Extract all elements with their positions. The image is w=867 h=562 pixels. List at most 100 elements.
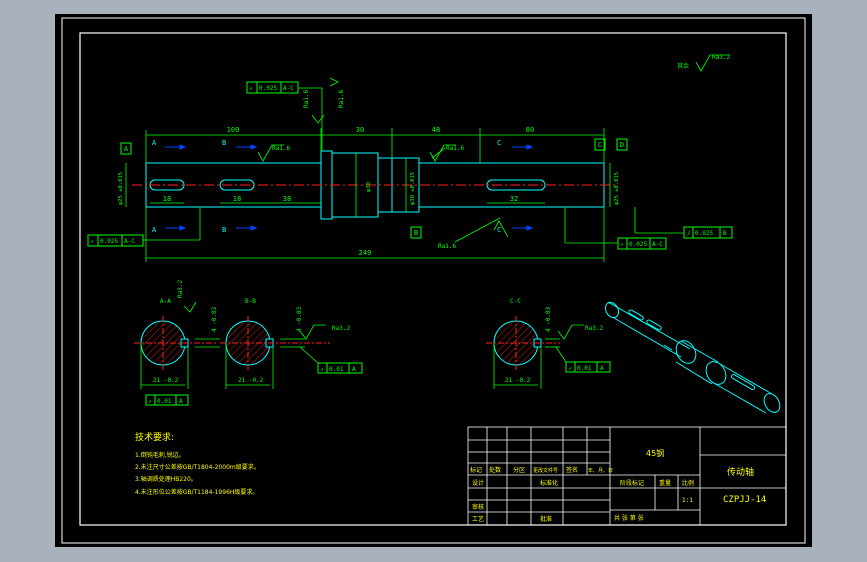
svg-text:A-C: A-C — [283, 85, 294, 92]
datum-d: D — [620, 141, 624, 149]
section-b-tol: ↗ 0.01 A — [317, 362, 363, 374]
tb-header-file: 更改文件号 — [533, 467, 558, 474]
tb-header-count: 处数 — [489, 466, 501, 474]
roughness-symbols — [257, 54, 730, 238]
section-a-roughness: Ra3.2 — [177, 280, 184, 298]
dim-key-18b: 18 — [233, 195, 241, 203]
roughness-1: Ra1.6 — [272, 145, 290, 152]
svg-text:0.025: 0.025 — [100, 238, 118, 245]
section-b-dim: 21 -0.2 — [238, 377, 264, 384]
roughness-4: Ra1.6 — [338, 90, 345, 108]
section-b-side: 4 -0.03 — [296, 306, 303, 332]
tb-header-sign: 签名 — [566, 466, 578, 474]
dimensions — [125, 87, 684, 262]
svg-text:/: / — [687, 230, 691, 237]
svg-text:↗: ↗ — [568, 365, 572, 372]
dim-key-38: 38 — [283, 195, 291, 203]
section-c-roughness: Ra3.2 — [585, 325, 603, 332]
svg-text:A-C: A-C — [124, 238, 135, 245]
tech-req-item-2: 2.未注尺寸公差按GB/T1804-2000m级要求。 — [135, 463, 260, 471]
tb-row-check: 审核 — [472, 503, 484, 511]
tb-part-name: 传动轴 — [727, 466, 754, 478]
svg-text:A: A — [600, 365, 604, 372]
tb-row-weight: 重量 — [659, 479, 671, 487]
roughness-5: Ra1.6 — [303, 90, 310, 108]
section-label-c-bottom: C — [497, 226, 501, 234]
tolerance-frames: ↗ 0.025 A-C ↗ 0.025 A-C ↗ 0.025 A-C / 0.… — [87, 81, 733, 250]
tech-req-item-1: 1.倒钝毛刺,锐边。 — [135, 451, 185, 459]
tb-row-scale: 比例 — [682, 479, 694, 487]
svg-text:A: A — [352, 366, 356, 373]
datum-c: C — [598, 141, 602, 149]
section-c-title: C-C — [510, 298, 521, 305]
dim-48: 48 — [432, 126, 440, 134]
svg-text:0.01: 0.01 — [577, 365, 592, 372]
tb-header-zone: 分区 — [513, 466, 525, 474]
svg-text:↗: ↗ — [620, 241, 624, 248]
tb-material: 45钢 — [646, 448, 664, 458]
tb-row-craft: 工艺 — [472, 515, 484, 523]
svg-text:↗: ↗ — [90, 238, 94, 245]
roughness-general-prefix: 其余 — [677, 62, 689, 70]
drawing-canvas — [55, 14, 812, 547]
section-c-dim: 21 -0.2 — [505, 377, 531, 384]
svg-text:↗: ↗ — [148, 398, 152, 405]
tb-drawing-no: CZPJJ-14 — [723, 495, 766, 505]
section-a-title: A-A — [160, 298, 171, 305]
tb-sheets: 共 张 第 张 — [614, 514, 644, 522]
inner-frame — [79, 32, 787, 526]
tb-scale-value: 1:1 — [682, 497, 693, 504]
dim-100: 100 — [227, 126, 240, 134]
tb-row-approve: 批准 — [540, 515, 552, 523]
isometric-shaft — [604, 301, 781, 414]
dim-30: 30 — [356, 126, 364, 134]
roughness-3: Ra1.6 — [438, 243, 456, 250]
section-c-tol: ↗ 0.01 A — [565, 361, 611, 373]
dim-80: 80 — [526, 126, 534, 134]
tb-row-standard: 标准化 — [540, 479, 558, 487]
diameter-collar: φ30 ±0.015 — [410, 172, 416, 205]
roughness-general: Ra3.2 — [712, 54, 730, 61]
section-label-c-top: C — [497, 139, 501, 147]
tech-req-item-4: 4.未注形位公差按GB/T1184-1996H级要求。 — [135, 488, 258, 496]
section-a-side: 4 -0.03 — [211, 306, 218, 332]
svg-text:↗: ↗ — [320, 366, 324, 373]
datum-b: B — [414, 229, 418, 237]
svg-text:0.025: 0.025 — [629, 241, 647, 248]
outer-frame — [61, 17, 806, 544]
section-b-title: B-B — [245, 298, 256, 305]
datums: A B C D — [120, 138, 628, 239]
tb-row-stage: 阶段标记 — [620, 479, 644, 487]
tech-requirements: 技术要求: 1.倒钝毛刺,锐边。 2.未注尺寸公差按GB/T1804-2000m… — [135, 431, 260, 496]
datum-a: A — [124, 145, 129, 153]
title-block — [467, 426, 787, 526]
section-a-tol: ↗ 0.01 A — [145, 394, 189, 406]
svg-text:A-C: A-C — [652, 241, 663, 248]
section-b-b: B-B 21 -0.2 4 -0.03 Ra3.2 ↗ 0.01 A — [220, 298, 363, 389]
svg-text:0.01: 0.01 — [157, 398, 172, 405]
tol-frame-left-bottom: ↗ 0.025 A-C — [87, 234, 144, 247]
svg-text:0.01: 0.01 — [329, 366, 344, 373]
section-a-a: A-A 21 -0.2 4 -0.03 Ra3.2 ↗ 0.01 A — [134, 280, 220, 406]
dim-key-32: 32 — [510, 195, 518, 203]
diameter-right: φ25 ±0.015 — [614, 172, 620, 205]
svg-text:A: A — [179, 398, 183, 405]
section-c-c: C-C 21 -0.2 4 -0.03 Ra3.2 ↗ 0.01 A — [486, 298, 611, 389]
tol-frame-right-bottom: ↗ 0.025 A-C — [617, 237, 667, 250]
diameter-left: φ25 ±0.015 — [118, 172, 124, 205]
section-arrows — [165, 144, 534, 231]
tech-req-item-3: 3.轴调质处理HB220。 — [135, 475, 197, 483]
dim-key-18a: 18 — [163, 195, 171, 203]
svg-text:0.025: 0.025 — [259, 85, 277, 92]
section-b-roughness: Ra3.2 — [332, 325, 350, 332]
section-label-a-bottom: A — [152, 226, 157, 234]
section-label-b-bottom: B — [222, 226, 226, 234]
section-label-b-top: B — [222, 139, 226, 147]
section-c-side: 4 -0.03 — [545, 306, 552, 332]
tb-row-design: 设计 — [472, 479, 484, 487]
diameter-mid: φ30 — [366, 182, 372, 192]
tol-frame-top: ↗ 0.025 A-C — [246, 81, 299, 94]
svg-text:0.025: 0.025 — [695, 230, 713, 237]
tb-header-date: 年、月、日 — [588, 467, 613, 474]
